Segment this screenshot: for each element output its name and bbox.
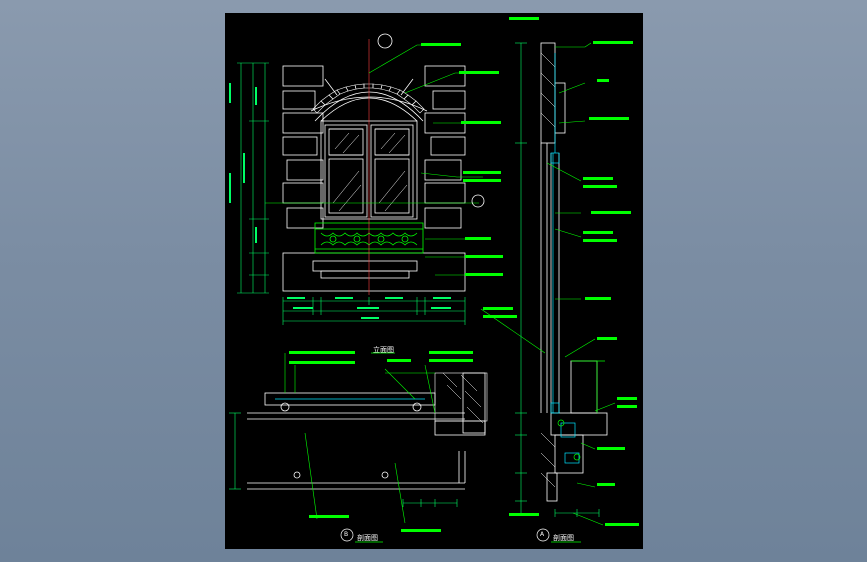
elevation-dim-vertical <box>237 62 269 294</box>
section-a-title: 剖面图 <box>357 534 378 542</box>
vertical-section-dims <box>515 42 600 517</box>
section-b-title: 剖面图 <box>553 534 574 542</box>
cad-drawing-sheet[interactable]: 立面图 B 剖面图 A 剖面图 <box>225 13 643 549</box>
section-markers <box>340 352 581 543</box>
vertical-section-railing <box>557 360 605 461</box>
plan-wall-hatch <box>434 372 488 424</box>
dimension-ticks <box>229 83 451 319</box>
plan-annotations <box>289 351 473 532</box>
vertical-section-annotations <box>483 17 639 526</box>
plan-leaders <box>284 353 436 524</box>
plan-dims <box>229 412 458 507</box>
section-b-marker: A <box>540 531 545 538</box>
center-axis <box>265 39 479 295</box>
axis-markers <box>377 33 485 208</box>
section-a-marker: B <box>344 531 349 538</box>
plan-section-view <box>247 372 486 490</box>
elevation-title: 立面图 <box>373 346 394 354</box>
vertical-section-leaders <box>480 42 616 526</box>
arch-voussoirs <box>312 83 425 114</box>
cad-drawing <box>229 17 639 543</box>
elevation-annotations <box>421 43 503 276</box>
vertical-section-view <box>540 42 608 502</box>
vertical-section-glass <box>550 53 580 464</box>
vertical-section-hatch <box>540 52 556 488</box>
elevation-dim-horizontal <box>282 297 466 325</box>
